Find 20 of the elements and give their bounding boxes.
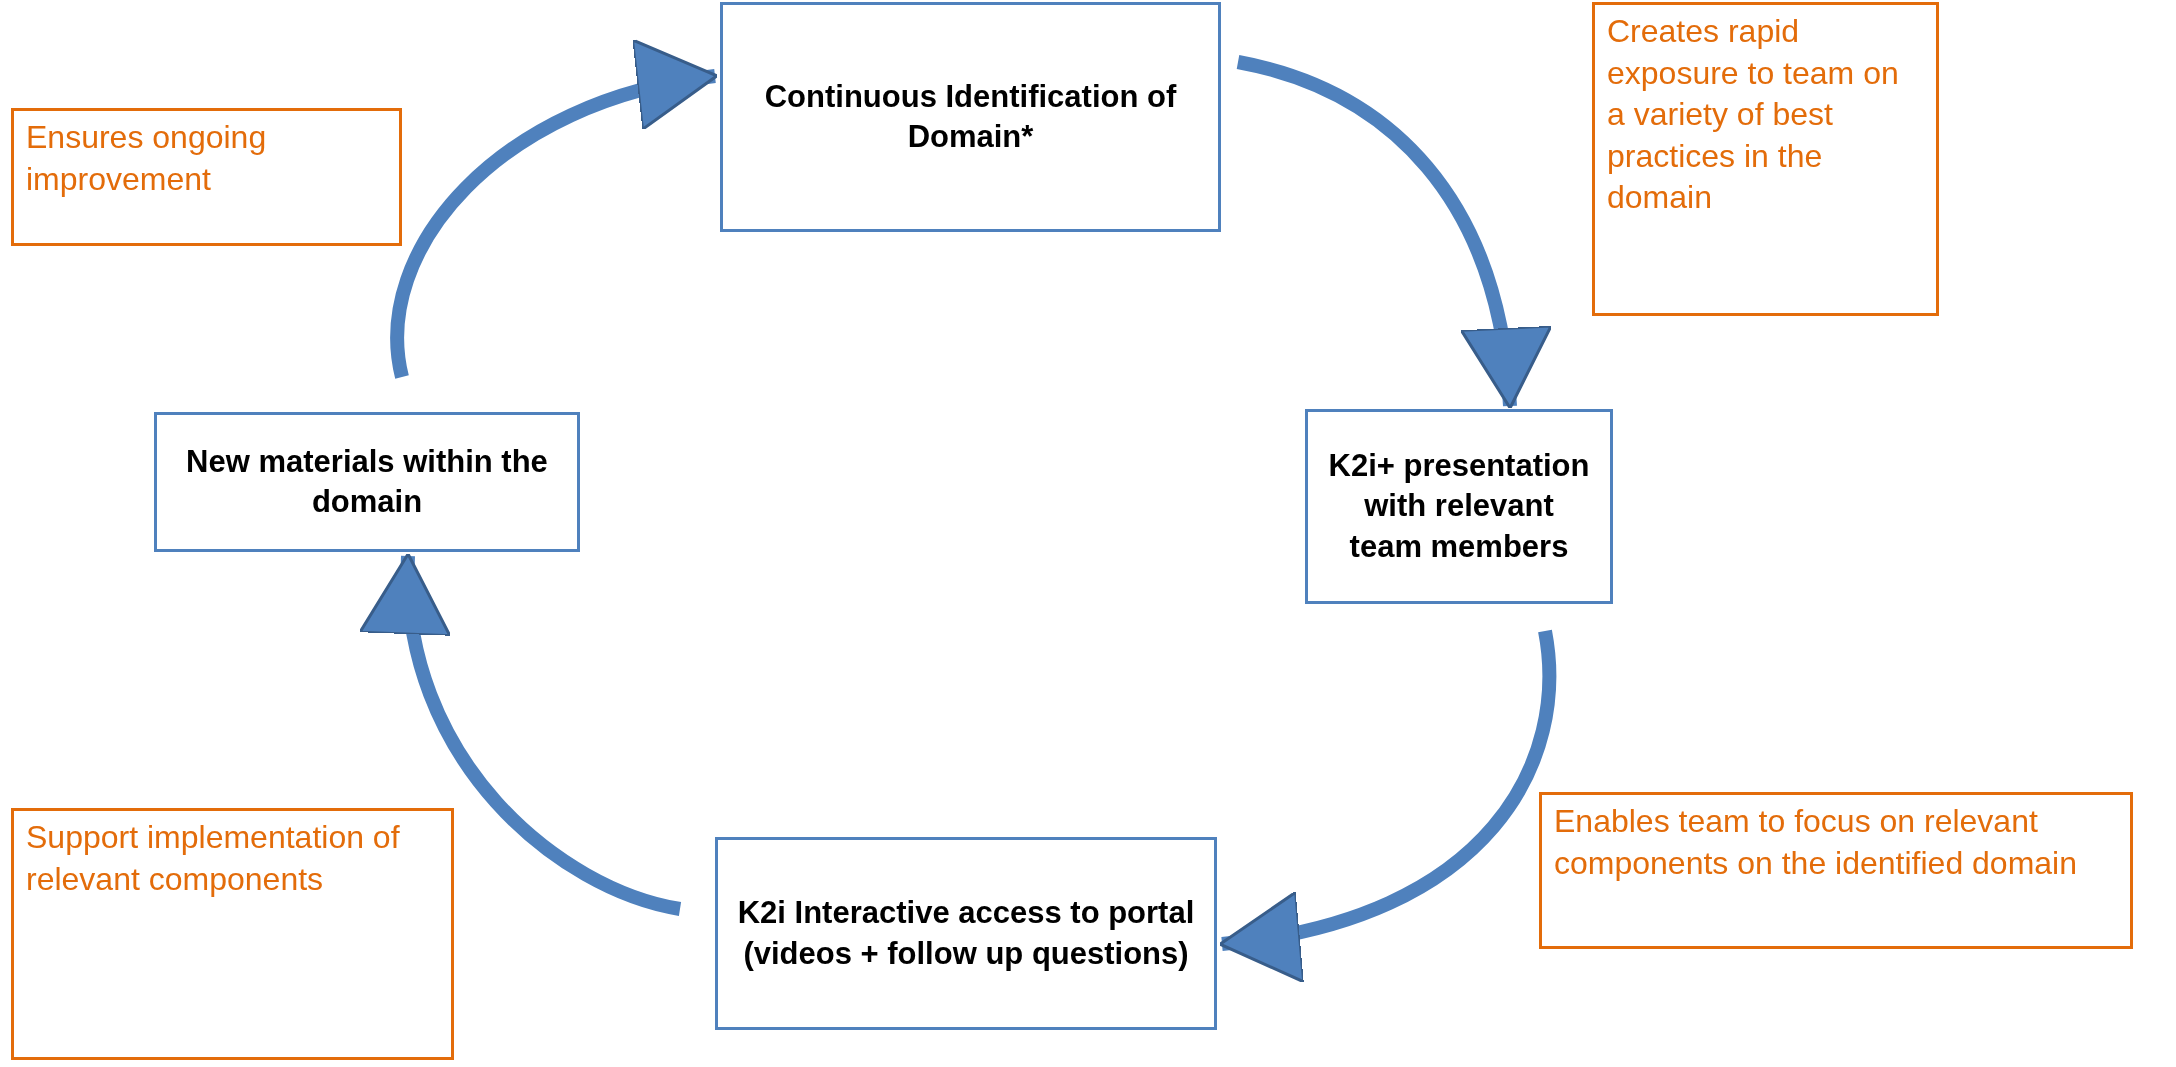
step-text: K2i+ presentation with relevant team members xyxy=(1327,447,1591,566)
step-text: K2i Interactive access to portal (videos + follow up questions) xyxy=(736,894,1196,973)
process-box xyxy=(715,837,1217,1030)
curved-arrow xyxy=(1236,55,1550,410)
note-box xyxy=(11,108,402,246)
step-text: New materials within the domain xyxy=(185,442,549,521)
note-box xyxy=(1539,792,2133,949)
curved-arrow xyxy=(390,42,719,378)
process-box xyxy=(154,412,580,552)
note-text: Support implementation of relevant components xyxy=(26,818,401,899)
note-text: Creates rapid exposure to team on a variety of best practices in the domain xyxy=(1607,12,1900,218)
step-text: Continuous Identification of Domain* xyxy=(763,77,1178,156)
process-box xyxy=(1305,409,1613,604)
note-text: Enables team to focus on relevant components on the identified domain xyxy=(1554,802,2078,883)
note-box xyxy=(11,808,454,1060)
note-text: Ensures ongoing improvement xyxy=(26,118,268,199)
note-box xyxy=(1592,2,1939,316)
curved-arrow xyxy=(363,552,682,916)
curved-arrow xyxy=(1218,630,1556,980)
process-box xyxy=(720,2,1221,232)
